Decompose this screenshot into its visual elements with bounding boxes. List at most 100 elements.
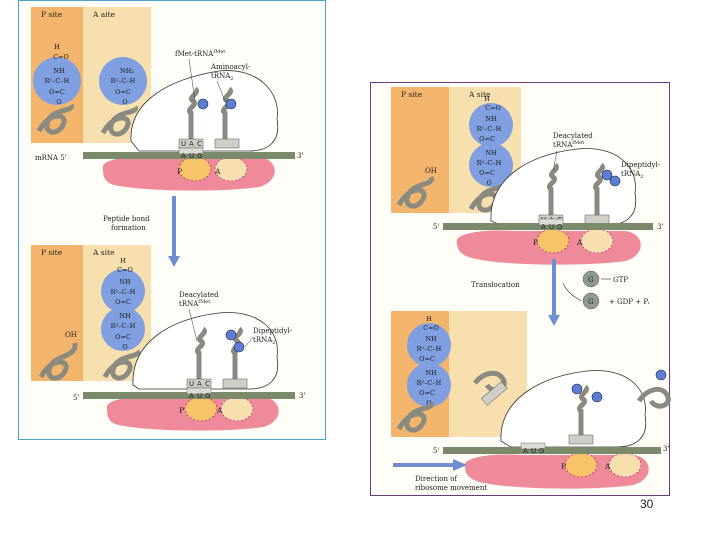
deacylated-label-1: Deacylated	[179, 291, 219, 299]
p-label: P	[561, 462, 566, 471]
mrna-strand	[443, 447, 661, 454]
codon-u: U	[549, 223, 554, 231]
chem-r2: R²–C–H	[417, 379, 442, 387]
incoming-trna	[636, 386, 671, 409]
deacylated-label-1: Deacylated	[553, 132, 593, 140]
released-trna-anticodon	[481, 381, 508, 406]
right-figure-panel: P site A site H C=O NH R¹–C–H O=C NH R²–…	[370, 82, 671, 496]
peptide-bond-label-2: formation	[111, 224, 146, 232]
ribosome-large-subunit	[490, 148, 637, 226]
mrna-strand	[83, 392, 295, 399]
peptide-bond-arrow: Peptide bond formation	[103, 196, 180, 267]
ribosome-small-subunit	[464, 454, 649, 489]
a-label: A	[214, 167, 221, 176]
p-site-label: P site	[41, 248, 63, 257]
codon-u: U	[189, 152, 194, 160]
chem-h: H	[426, 315, 432, 323]
codon-a: A	[181, 152, 186, 160]
p-site-label: P site	[401, 90, 423, 99]
codon-a: A	[523, 447, 528, 455]
trna-swirl-2	[100, 105, 138, 137]
codon-u: U	[531, 447, 536, 455]
chem-oc: O=C	[419, 355, 435, 363]
a-site-label: A site	[468, 90, 491, 99]
peptide-bond-label-1: Peptide bond	[103, 215, 150, 223]
oh-label: OH	[65, 331, 77, 339]
a-site-pocket	[220, 396, 254, 422]
chem-nh: NH	[425, 335, 437, 343]
chem-h: H	[484, 95, 490, 103]
a-site-label: A site	[92, 248, 115, 257]
fmet-pointer	[188, 58, 196, 102]
trna-swirl-1	[38, 342, 78, 381]
gtp-curve	[562, 282, 582, 302]
amino-ball-2	[609, 175, 621, 187]
chem-o: O	[426, 399, 431, 407]
trna-swirl-1	[396, 401, 434, 433]
trna-swirl-2	[102, 349, 140, 381]
amino-acid-1	[33, 57, 81, 105]
chem-h: H	[54, 43, 60, 51]
amino-acid-1	[407, 323, 451, 367]
amino-ball-2	[225, 98, 237, 110]
chem-oc-2: O=C	[115, 88, 131, 96]
chem-oc: O=C	[49, 88, 65, 96]
a-site-pocket	[608, 452, 642, 478]
right-figure-svg: P site A site H C=O NH R¹–C–H O=C NH R²–…	[391, 87, 671, 492]
a-label: A	[216, 406, 223, 415]
ribosome-large-subunit	[500, 370, 647, 448]
chem-r2: R²–C–H	[477, 159, 502, 167]
chem-nh: NH	[53, 67, 65, 75]
chem-nh: NH	[485, 115, 497, 123]
mrna-strand	[83, 152, 295, 159]
dipeptidyl-label-2: tRNA2	[253, 336, 275, 346]
codon-a: A	[189, 392, 194, 400]
chem-nh: NH	[119, 278, 131, 286]
amino-acid-2	[99, 57, 147, 105]
trna-swirl-2	[468, 181, 506, 213]
translocation-label: Translocation	[471, 281, 520, 289]
chem-nh-2: NH	[425, 369, 437, 377]
p-site-pocket	[178, 156, 212, 182]
dipeptidyl-label-2: tRNA2	[621, 170, 643, 180]
three-prime-label: 3'	[657, 223, 663, 231]
codon-g: G	[539, 447, 544, 455]
chem-co: C=O	[485, 104, 501, 112]
left-top-diagram: P site A aite H C=O NH R¹–C–H O=C O NH₂ …	[31, 7, 303, 191]
direction-label-1: Direction of	[415, 475, 458, 483]
chem-oc-2: O=C	[115, 333, 131, 341]
left-figure-svg: P site A aite H C=O NH R¹–C–H O=C O NH₂ …	[31, 7, 305, 431]
five-prime-label: 5'	[73, 394, 79, 402]
chem-o: O	[486, 179, 491, 187]
amino-acid-1	[101, 269, 145, 313]
incoming-amino-ball	[655, 369, 667, 381]
deacylated-label-2: tRNAfMet	[179, 299, 210, 308]
direction-arrowhead	[453, 459, 467, 471]
deacylated-pointer	[552, 150, 558, 172]
aminoacyl-label-2: tRNA2	[211, 72, 233, 82]
five-prime-label: 5'	[433, 223, 439, 231]
chem-co: C=O	[53, 53, 69, 61]
chem-nh-2: NH	[119, 312, 131, 320]
anticodon-a: A	[189, 140, 194, 148]
p-site-pocket	[564, 452, 598, 478]
amino-ball-1	[601, 169, 613, 181]
dipeptidyl-label-1: Dipeptidyl-	[621, 161, 661, 169]
three-prime-label: 3'	[297, 152, 303, 160]
chem-co: C=O	[117, 266, 133, 274]
translocation-arrowhead	[548, 315, 560, 326]
amino-ball-1	[197, 98, 209, 110]
p-site-pocket	[184, 396, 218, 422]
chem-oc-2: O=C	[479, 169, 495, 177]
amino-acid-2	[469, 143, 513, 187]
translocation-arrow	[552, 259, 556, 315]
amino-acid-2	[101, 307, 145, 351]
right-bottom-diagram: H C=O NH R¹–C–H O=C NH R²–C–H O=C O A U …	[391, 311, 671, 492]
five-prime-label: 5'	[433, 447, 439, 455]
a-site-label: A aite	[92, 10, 116, 19]
chem-r2: R²–C–H	[111, 77, 136, 85]
amino-ball-2	[233, 341, 245, 353]
anticodon-c: C	[197, 140, 202, 148]
anticodon-u: U	[181, 140, 186, 148]
trna-swirl-1	[36, 103, 74, 135]
